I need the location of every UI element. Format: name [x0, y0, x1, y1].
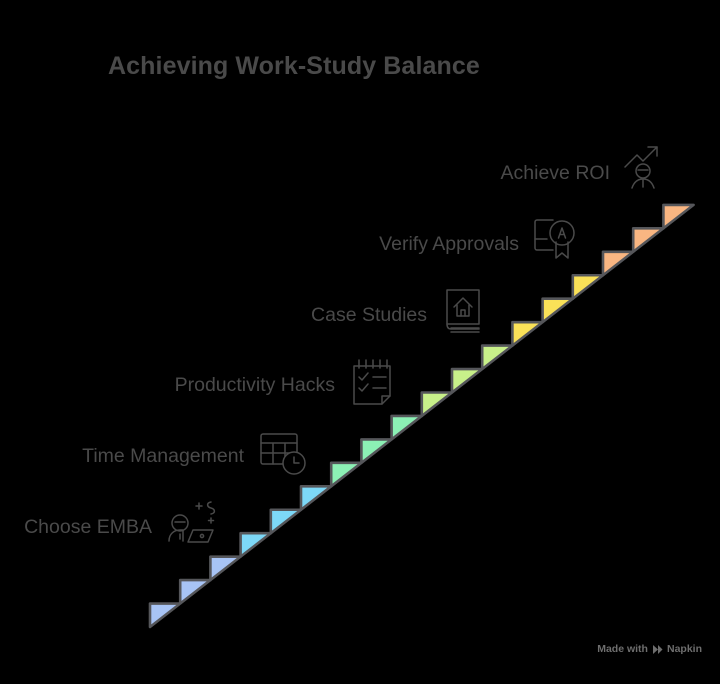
checklist-note-icon [349, 357, 397, 412]
step-label-6: Achieve ROI [500, 162, 610, 184]
stair-block [148, 555, 242, 629]
stair-block [420, 344, 514, 418]
person-laptop-sparkle-icon [166, 498, 218, 553]
stair-block [239, 484, 333, 558]
watermark-prefix: Made with [597, 643, 648, 655]
stair-block [511, 273, 605, 347]
book-house-icon [441, 287, 485, 342]
stair-block [601, 203, 695, 277]
step-label-5: Verify Approvals [379, 233, 519, 255]
step-label-1: Choose EMBA [24, 516, 152, 538]
step-label-3: Productivity Hacks [174, 374, 335, 396]
watermark-brand: Napkin [666, 643, 702, 655]
napkin-logo-icon [652, 644, 663, 655]
page-title: Achieving Work-Study Balance [108, 52, 480, 80]
calendar-clock-icon [258, 428, 308, 481]
step-label-2: Time Management [82, 445, 244, 467]
napkin-watermark: Made with Napkin [597, 643, 702, 655]
step-label-4: Case Studies [311, 304, 427, 326]
person-growth-arrow-icon [621, 143, 667, 194]
certificate-award-icon [531, 215, 579, 268]
stair-block [329, 414, 424, 488]
